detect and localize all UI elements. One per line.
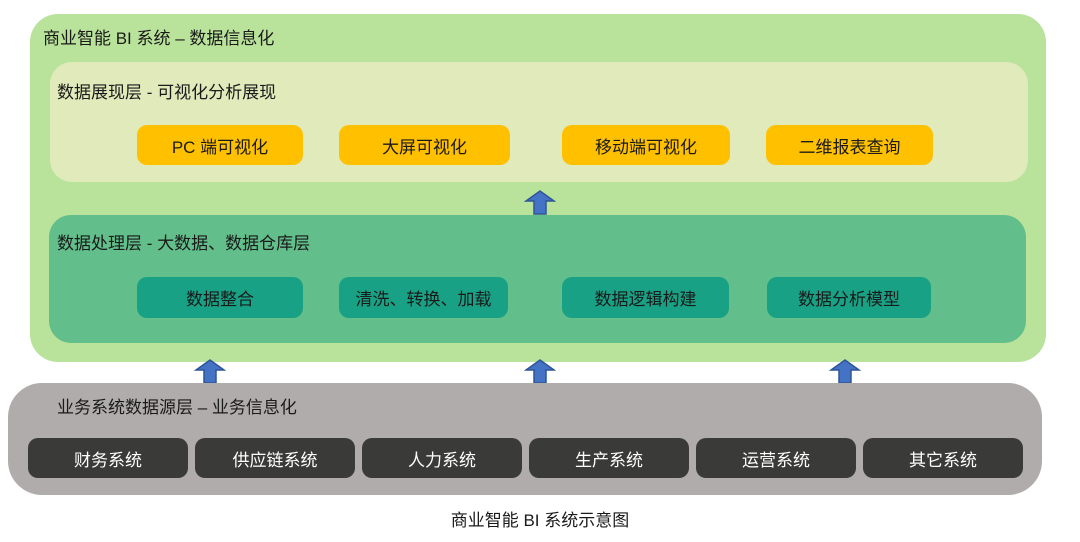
processing-layer-label: 数据处理层 - 大数据、数据仓库层 bbox=[57, 234, 311, 253]
layer-processing: 数据处理层 - 大数据、数据仓库层 数据整合 清洗、转换、加载 数据逻辑构建 数… bbox=[49, 215, 1026, 343]
node-pc-visualization: PC 端可视化 bbox=[137, 125, 303, 165]
node-data-integration: 数据整合 bbox=[137, 277, 303, 318]
up-arrow-icon bbox=[524, 190, 556, 215]
node-operation-system: 运营系统 bbox=[696, 438, 856, 478]
node-analysis-model: 数据分析模型 bbox=[767, 277, 931, 318]
layer-presentation: 数据展现层 - 可视化分析展现 PC 端可视化 大屏可视化 移动端可视化 二维报… bbox=[50, 62, 1028, 182]
data-source-layer-label: 业务系统数据源层 – 业务信息化 bbox=[57, 398, 297, 417]
layer-data-source: 业务系统数据源层 – 业务信息化 财务系统 供应链系统 人力系统 生产系统 运营… bbox=[8, 383, 1042, 495]
node-report-query: 二维报表查询 bbox=[766, 125, 933, 165]
node-finance-system: 财务系统 bbox=[28, 438, 188, 478]
node-hr-system: 人力系统 bbox=[362, 438, 522, 478]
node-supply-chain-system: 供应链系统 bbox=[195, 438, 355, 478]
diagram-caption: 商业智能 BI 系统示意图 bbox=[450, 511, 630, 530]
node-mobile-visualization: 移动端可视化 bbox=[562, 125, 730, 165]
node-data-logic: 数据逻辑构建 bbox=[562, 277, 729, 318]
node-bigscreen-visualization: 大屏可视化 bbox=[339, 125, 510, 165]
bi-system-label: 商业智能 BI 系统 – 数据信息化 bbox=[43, 29, 275, 48]
node-etl: 清洗、转换、加载 bbox=[339, 277, 508, 318]
layer-bi-system: 商业智能 BI 系统 – 数据信息化 数据展现层 - 可视化分析展现 PC 端可… bbox=[30, 14, 1046, 362]
up-arrow-icon bbox=[829, 359, 861, 384]
node-production-system: 生产系统 bbox=[529, 438, 689, 478]
up-arrow-icon bbox=[194, 359, 226, 384]
presentation-layer-label: 数据展现层 - 可视化分析展现 bbox=[57, 83, 277, 102]
up-arrow-icon bbox=[524, 359, 556, 384]
node-other-system: 其它系统 bbox=[863, 438, 1023, 478]
